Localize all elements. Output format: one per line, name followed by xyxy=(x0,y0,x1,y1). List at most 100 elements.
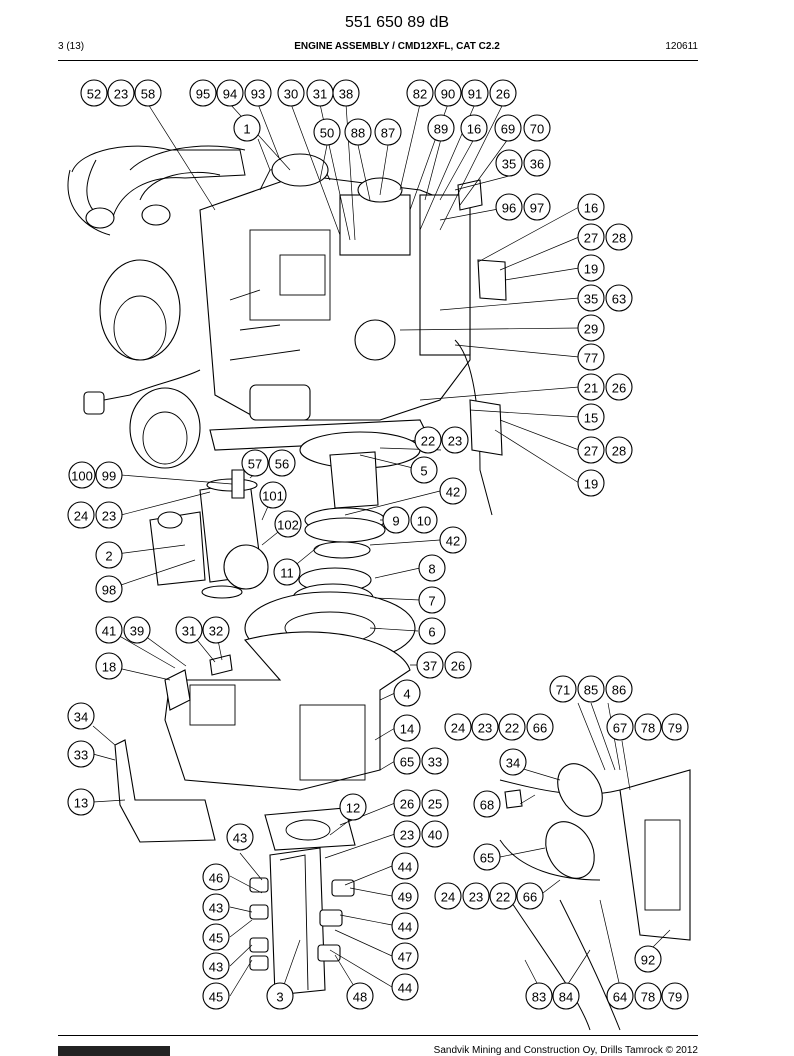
callout-label: 90 xyxy=(441,87,455,102)
callout-43: 43 xyxy=(226,823,254,851)
callout-label: 101 xyxy=(262,489,284,504)
callout-30: 30 xyxy=(277,79,305,107)
callout-label: 56 xyxy=(275,457,289,472)
callout-circle xyxy=(577,469,605,497)
callout-23: 23 xyxy=(462,882,490,910)
callout-circle xyxy=(577,314,605,342)
callout-16: 16 xyxy=(577,193,605,221)
callout-52: 52 xyxy=(80,79,108,107)
callout-circle xyxy=(489,882,517,910)
callout-40: 40 xyxy=(421,820,449,848)
callout-circle xyxy=(418,586,446,614)
callout-label: 24 xyxy=(451,721,465,736)
callout-50: 50 xyxy=(313,118,341,146)
callout-circle xyxy=(406,79,434,107)
callout-label: 85 xyxy=(584,683,598,698)
callout-label: 77 xyxy=(584,351,598,366)
callout-circle xyxy=(134,79,162,107)
callout-label: 63 xyxy=(612,292,626,307)
callout-circle xyxy=(525,982,553,1010)
callout-circle xyxy=(577,284,605,312)
callout-circle xyxy=(202,893,230,921)
callout-label: 82 xyxy=(413,87,427,102)
callout-label: 91 xyxy=(468,87,482,102)
callout-circle xyxy=(549,675,577,703)
callout-circle xyxy=(123,616,151,644)
callout-1: 1 xyxy=(233,114,261,142)
callout-28: 28 xyxy=(605,436,633,464)
callout-circle xyxy=(189,79,217,107)
callout-9: 9 xyxy=(382,506,410,534)
callout-circle xyxy=(634,713,662,741)
callout-label: 48 xyxy=(353,990,367,1005)
callout-65: 65 xyxy=(473,843,501,871)
callout-label: 3 xyxy=(276,990,283,1005)
callout-27: 27 xyxy=(577,223,605,251)
callout-circle xyxy=(473,843,501,871)
callout-22: 22 xyxy=(498,713,526,741)
callout-label: 7 xyxy=(428,594,435,609)
callout-circle xyxy=(391,852,419,880)
frame-illustration xyxy=(114,631,411,996)
callout-44: 44 xyxy=(391,852,419,880)
callout-8: 8 xyxy=(418,554,446,582)
callout-label: 26 xyxy=(496,87,510,102)
callout-46: 46 xyxy=(202,863,230,891)
callout-13: 13 xyxy=(67,788,95,816)
callout-circle xyxy=(175,616,203,644)
callout-92: 92 xyxy=(634,945,662,973)
callout-32: 32 xyxy=(202,616,230,644)
callout-24: 24 xyxy=(434,882,462,910)
callout-6: 6 xyxy=(418,617,446,645)
callout-circle xyxy=(427,114,455,142)
callout-circle xyxy=(68,461,96,489)
callout-63: 63 xyxy=(605,284,633,312)
callout-circle xyxy=(374,118,402,146)
callout-circle xyxy=(391,882,419,910)
callout-circle xyxy=(410,506,438,534)
callout-23: 23 xyxy=(471,713,499,741)
callout-label: 39 xyxy=(130,624,144,639)
callout-26: 26 xyxy=(444,651,472,679)
callout-circle xyxy=(266,982,294,1010)
callout-circle xyxy=(661,713,689,741)
callout-2: 2 xyxy=(95,541,123,569)
callout-64: 64 xyxy=(606,982,634,1010)
callout-70: 70 xyxy=(523,114,551,142)
callout-circle xyxy=(67,740,95,768)
callout-circle xyxy=(421,747,449,775)
callout-31: 31 xyxy=(175,616,203,644)
callout-label: 11 xyxy=(280,566,294,581)
callout-circle xyxy=(332,79,360,107)
callout-label: 45 xyxy=(209,990,223,1005)
callout-label: 14 xyxy=(400,722,414,737)
callout-circle xyxy=(95,461,123,489)
callout-circle xyxy=(277,79,305,107)
callout-label: 68 xyxy=(480,798,494,813)
document-number: 551 650 89 dB xyxy=(344,14,450,31)
callout-label: 24 xyxy=(441,890,455,905)
callout-label: 46 xyxy=(209,871,223,886)
callout-23: 23 xyxy=(441,426,469,454)
callout-circle xyxy=(418,617,446,645)
callout-102: 102 xyxy=(274,510,302,538)
callout-3: 3 xyxy=(266,982,294,1010)
callout-label: 58 xyxy=(141,87,155,102)
callout-circle xyxy=(577,436,605,464)
callout-43: 43 xyxy=(202,893,230,921)
callout-label: 6 xyxy=(428,625,435,640)
callout-label: 22 xyxy=(421,434,435,449)
callout-circle xyxy=(393,789,421,817)
callout-circle xyxy=(577,403,605,431)
callout-label: 25 xyxy=(428,797,442,812)
callout-label: 26 xyxy=(612,381,626,396)
callout-circle xyxy=(577,254,605,282)
callout-label: 31 xyxy=(313,87,327,102)
callout-circle xyxy=(499,748,527,776)
callout-23: 23 xyxy=(393,820,421,848)
callout-44: 44 xyxy=(391,912,419,940)
callout-circle xyxy=(523,193,551,221)
callout-label: 99 xyxy=(102,469,116,484)
callout-49: 49 xyxy=(391,882,419,910)
callout-circle xyxy=(441,426,469,454)
